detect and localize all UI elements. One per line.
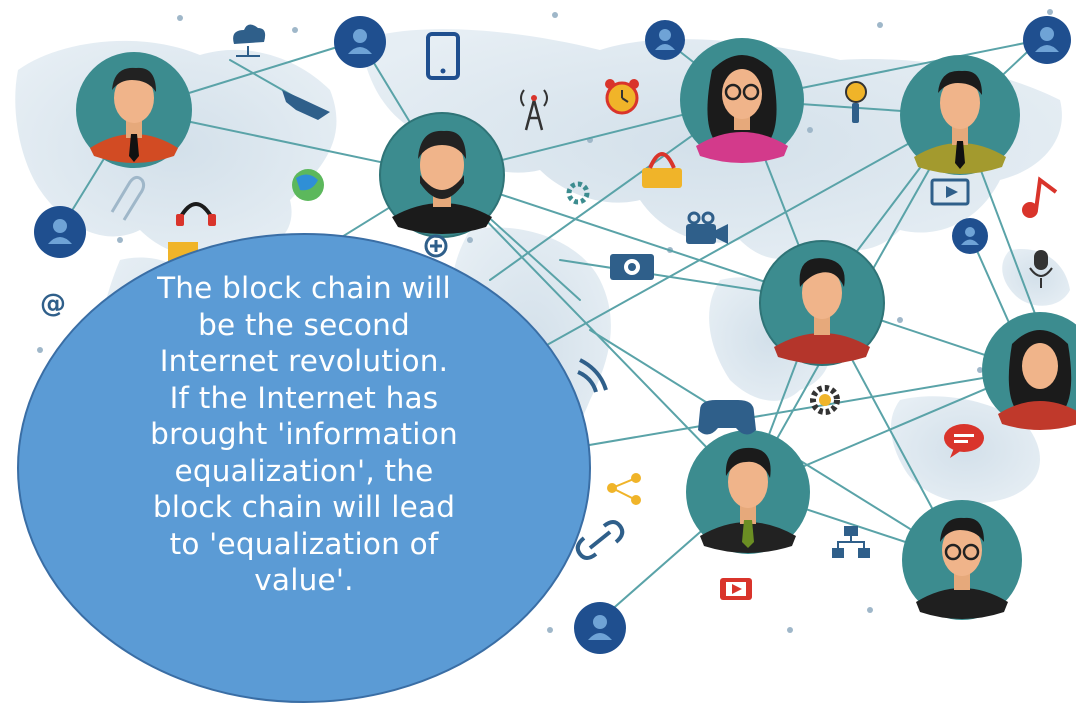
hand-pointer-icon bbox=[282, 90, 330, 120]
callout-bubble bbox=[17, 233, 591, 703]
callout-line: block chain will lead bbox=[152, 490, 456, 524]
callout-line: brought 'information bbox=[150, 417, 458, 451]
callout-line: be the second bbox=[198, 307, 410, 342]
cloud-icon bbox=[233, 24, 266, 57]
at-sign-icon: @ bbox=[40, 289, 66, 319]
play-button-icon bbox=[720, 578, 752, 600]
avatar-man-glasses bbox=[902, 500, 1022, 620]
music-note-icon bbox=[1022, 176, 1058, 218]
globe-icon bbox=[292, 169, 324, 201]
radio-tower-icon bbox=[520, 89, 548, 131]
photo-camera-icon bbox=[610, 254, 654, 280]
avatar-man-center bbox=[759, 240, 885, 366]
svg-text:@: @ bbox=[40, 289, 66, 319]
callout-line: Internet revolution. bbox=[159, 344, 449, 378]
avatar-woman-glasses bbox=[680, 38, 804, 163]
small-user-badges bbox=[34, 16, 1071, 654]
share-icon bbox=[607, 473, 641, 505]
callout-line: The block chain will bbox=[157, 271, 451, 305]
chat-bubble-icon bbox=[944, 424, 984, 458]
avatar-man-olive-shirt bbox=[900, 55, 1020, 175]
gamepad-icon bbox=[698, 400, 756, 435]
microphone-icon bbox=[1029, 250, 1053, 288]
wifi-icon bbox=[577, 358, 608, 393]
callout-line: equalization', the bbox=[174, 453, 434, 488]
network-icon bbox=[832, 526, 870, 558]
link-icon bbox=[575, 520, 625, 560]
shopping-basket-icon bbox=[642, 152, 682, 188]
avatar-woman-right bbox=[982, 312, 1076, 430]
plus-icon bbox=[424, 234, 448, 258]
gear-icon bbox=[566, 181, 840, 415]
callout-line: value'. bbox=[254, 563, 354, 597]
avatar-man-beard bbox=[379, 112, 505, 238]
avatar-man-green-tie bbox=[686, 430, 810, 554]
callout-line: to 'equalization of bbox=[169, 526, 439, 561]
video-camera-icon bbox=[686, 211, 728, 244]
paperclip-icon bbox=[110, 175, 146, 221]
avatar-man-red-shirt bbox=[76, 52, 192, 168]
tablet-icon bbox=[426, 32, 460, 80]
alarm-clock-icon bbox=[605, 79, 639, 115]
film-icon bbox=[930, 178, 970, 206]
headphones-icon bbox=[176, 202, 216, 226]
callout-line: If the Internet has bbox=[169, 380, 439, 415]
magnifier-icon bbox=[845, 81, 867, 123]
callout-text: The block chain will be the second Inter… bbox=[112, 270, 496, 599]
